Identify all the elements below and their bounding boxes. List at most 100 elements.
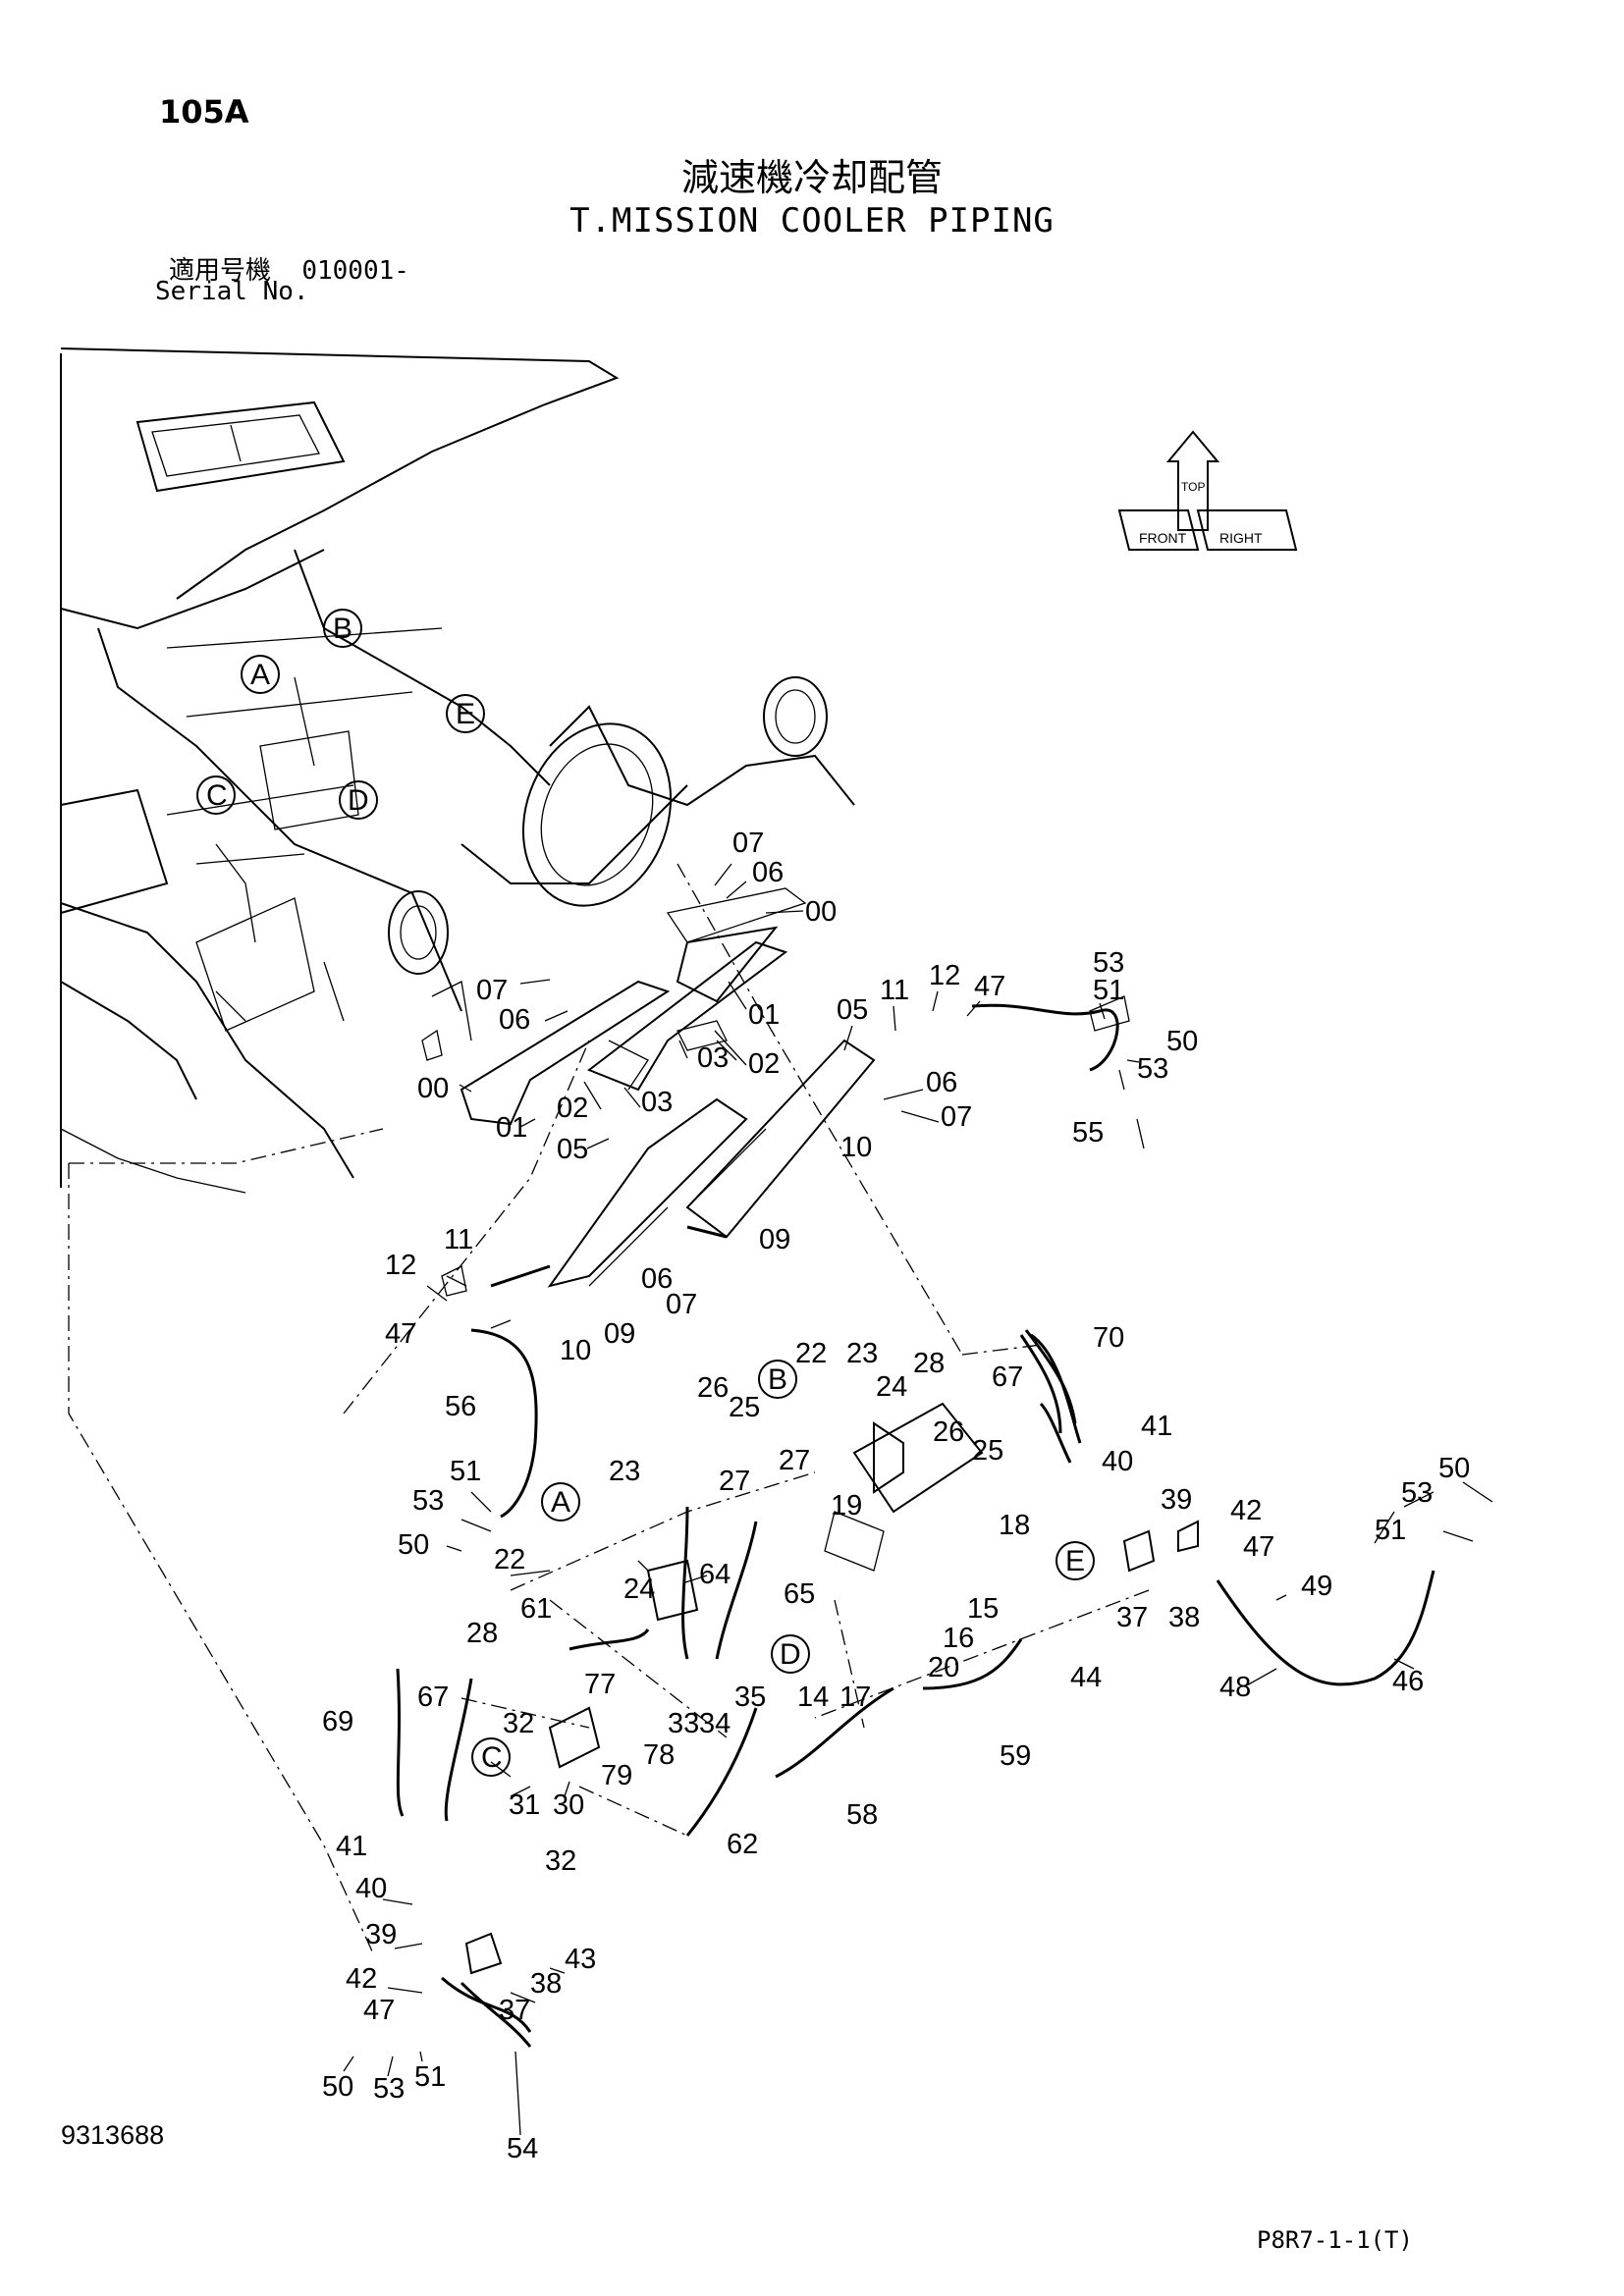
part-callout: 38 <box>1168 1602 1200 1633</box>
part-callout: 02 <box>748 1048 780 1080</box>
part-callout: 41 <box>1141 1411 1172 1442</box>
part-callout: 27 <box>719 1466 750 1497</box>
part-callout: 07 <box>666 1289 697 1320</box>
part-callout: 56 <box>445 1391 476 1422</box>
part-callout: 42 <box>1230 1495 1262 1526</box>
part-callout: 07 <box>732 828 764 859</box>
part-callout: 28 <box>913 1348 945 1379</box>
part-callout: 69 <box>322 1706 353 1737</box>
part-callout: 77 <box>584 1669 616 1700</box>
part-callout: 78 <box>643 1739 675 1771</box>
part-callout: 39 <box>1161 1484 1192 1516</box>
part-callout: 53 <box>373 2073 405 2105</box>
part-callout: 05 <box>557 1134 588 1165</box>
part-callout: 39 <box>365 1919 397 1950</box>
frame-structure <box>60 347 855 1194</box>
detail-ref-c: C <box>206 779 228 812</box>
part-callout: 25 <box>972 1435 1003 1467</box>
part-callout: 51 <box>1375 1515 1406 1546</box>
part-callout: 00 <box>417 1073 449 1104</box>
part-callout: 46 <box>1392 1666 1424 1697</box>
part-callout: 12 <box>929 960 960 991</box>
part-callout: 03 <box>641 1087 673 1118</box>
part-callout: 50 <box>398 1529 429 1561</box>
part-callout: 53 <box>412 1485 444 1517</box>
detail-ref-a: A <box>250 659 270 691</box>
part-callout: 48 <box>1219 1672 1251 1703</box>
part-callout: 42 <box>346 1963 377 1995</box>
part-callout: 47 <box>1243 1531 1274 1563</box>
part-callout: 35 <box>734 1682 766 1713</box>
part-callout: 23 <box>846 1338 878 1369</box>
orientation-icon: FRONT RIGHT TOP <box>1117 430 1298 551</box>
part-callout: 40 <box>1102 1446 1133 1477</box>
detail-ref-d: D <box>348 784 369 817</box>
part-callout: 10 <box>560 1335 591 1366</box>
part-callout: 33 <box>668 1708 699 1739</box>
part-callout: 09 <box>759 1224 790 1255</box>
part-callout: 79 <box>601 1760 632 1791</box>
part-callout: 62 <box>727 1829 758 1860</box>
part-callout: 53 <box>1137 1053 1168 1085</box>
part-callout: 50 <box>1166 1026 1198 1057</box>
page-number: 105A <box>159 93 249 131</box>
part-callout: 41 <box>336 1831 367 1862</box>
part-callout: 00 <box>805 896 837 928</box>
part-callout: 32 <box>503 1708 534 1739</box>
part-callout: 06 <box>926 1067 957 1098</box>
part-callout: 47 <box>363 1995 395 2026</box>
part-callout: 07 <box>941 1101 972 1133</box>
part-callout: 34 <box>699 1708 731 1739</box>
detail-ref-d-2: D <box>780 1638 801 1671</box>
part-callout: 07 <box>476 975 508 1006</box>
part-callout: 51 <box>450 1456 481 1487</box>
part-callout: 18 <box>999 1510 1030 1541</box>
orientation-front-label: FRONT <box>1139 530 1187 546</box>
part-callout: 47 <box>974 971 1005 1002</box>
part-callout: 44 <box>1070 1662 1102 1693</box>
part-callout: 30 <box>553 1789 584 1821</box>
part-callout: 67 <box>992 1362 1023 1393</box>
part-callout: 55 <box>1072 1117 1104 1148</box>
part-callout: 10 <box>840 1132 872 1163</box>
part-callout: 01 <box>496 1112 527 1144</box>
detail-ref-e: E <box>456 698 475 730</box>
part-callout: 38 <box>530 1968 562 2000</box>
hoses <box>396 1003 1435 2048</box>
part-callout: 23 <box>609 1456 640 1487</box>
part-callout: 01 <box>748 999 780 1031</box>
part-callout: 06 <box>752 857 784 888</box>
title-english: T.MISSION COOLER PIPING <box>569 201 1055 240</box>
serial-label-jp: 適用号機 <box>169 256 272 286</box>
drawing-number: 9313688 <box>61 2120 165 2150</box>
part-callout: 11 <box>880 975 909 1006</box>
detail-ref-b: B <box>333 613 352 645</box>
part-callout: 70 <box>1093 1322 1124 1354</box>
part-callout: 53 <box>1093 947 1124 979</box>
part-callout: 06 <box>641 1263 673 1295</box>
part-callout: 26 <box>933 1416 964 1448</box>
part-callout: 61 <box>520 1593 552 1625</box>
part-callout: 37 <box>499 1995 530 2026</box>
part-callout: 24 <box>623 1574 655 1605</box>
part-callout: 26 <box>697 1372 729 1404</box>
part-callout: 19 <box>831 1490 862 1522</box>
leader-lines <box>343 863 1493 2136</box>
part-callout: 27 <box>779 1445 810 1476</box>
part-callout: 17 <box>839 1682 871 1713</box>
part-callout: 22 <box>494 1544 525 1575</box>
cooler-cores <box>490 1039 876 1288</box>
serial-value: 010001- <box>301 256 409 286</box>
part-callout: 02 <box>557 1093 588 1124</box>
part-callout: 51 <box>414 2061 446 2093</box>
part-callout: 09 <box>604 1318 635 1350</box>
part-callout: 37 <box>1116 1602 1148 1633</box>
detail-ref-a-2: A <box>551 1486 570 1519</box>
part-callout: 25 <box>729 1392 760 1423</box>
title-japanese: 減速機冷却配管 <box>680 156 943 199</box>
orientation-right-label: RIGHT <box>1219 530 1263 546</box>
part-callout: 54 <box>507 2133 538 2164</box>
part-callout: 22 <box>795 1338 827 1369</box>
part-callout: 40 <box>355 1873 387 1904</box>
